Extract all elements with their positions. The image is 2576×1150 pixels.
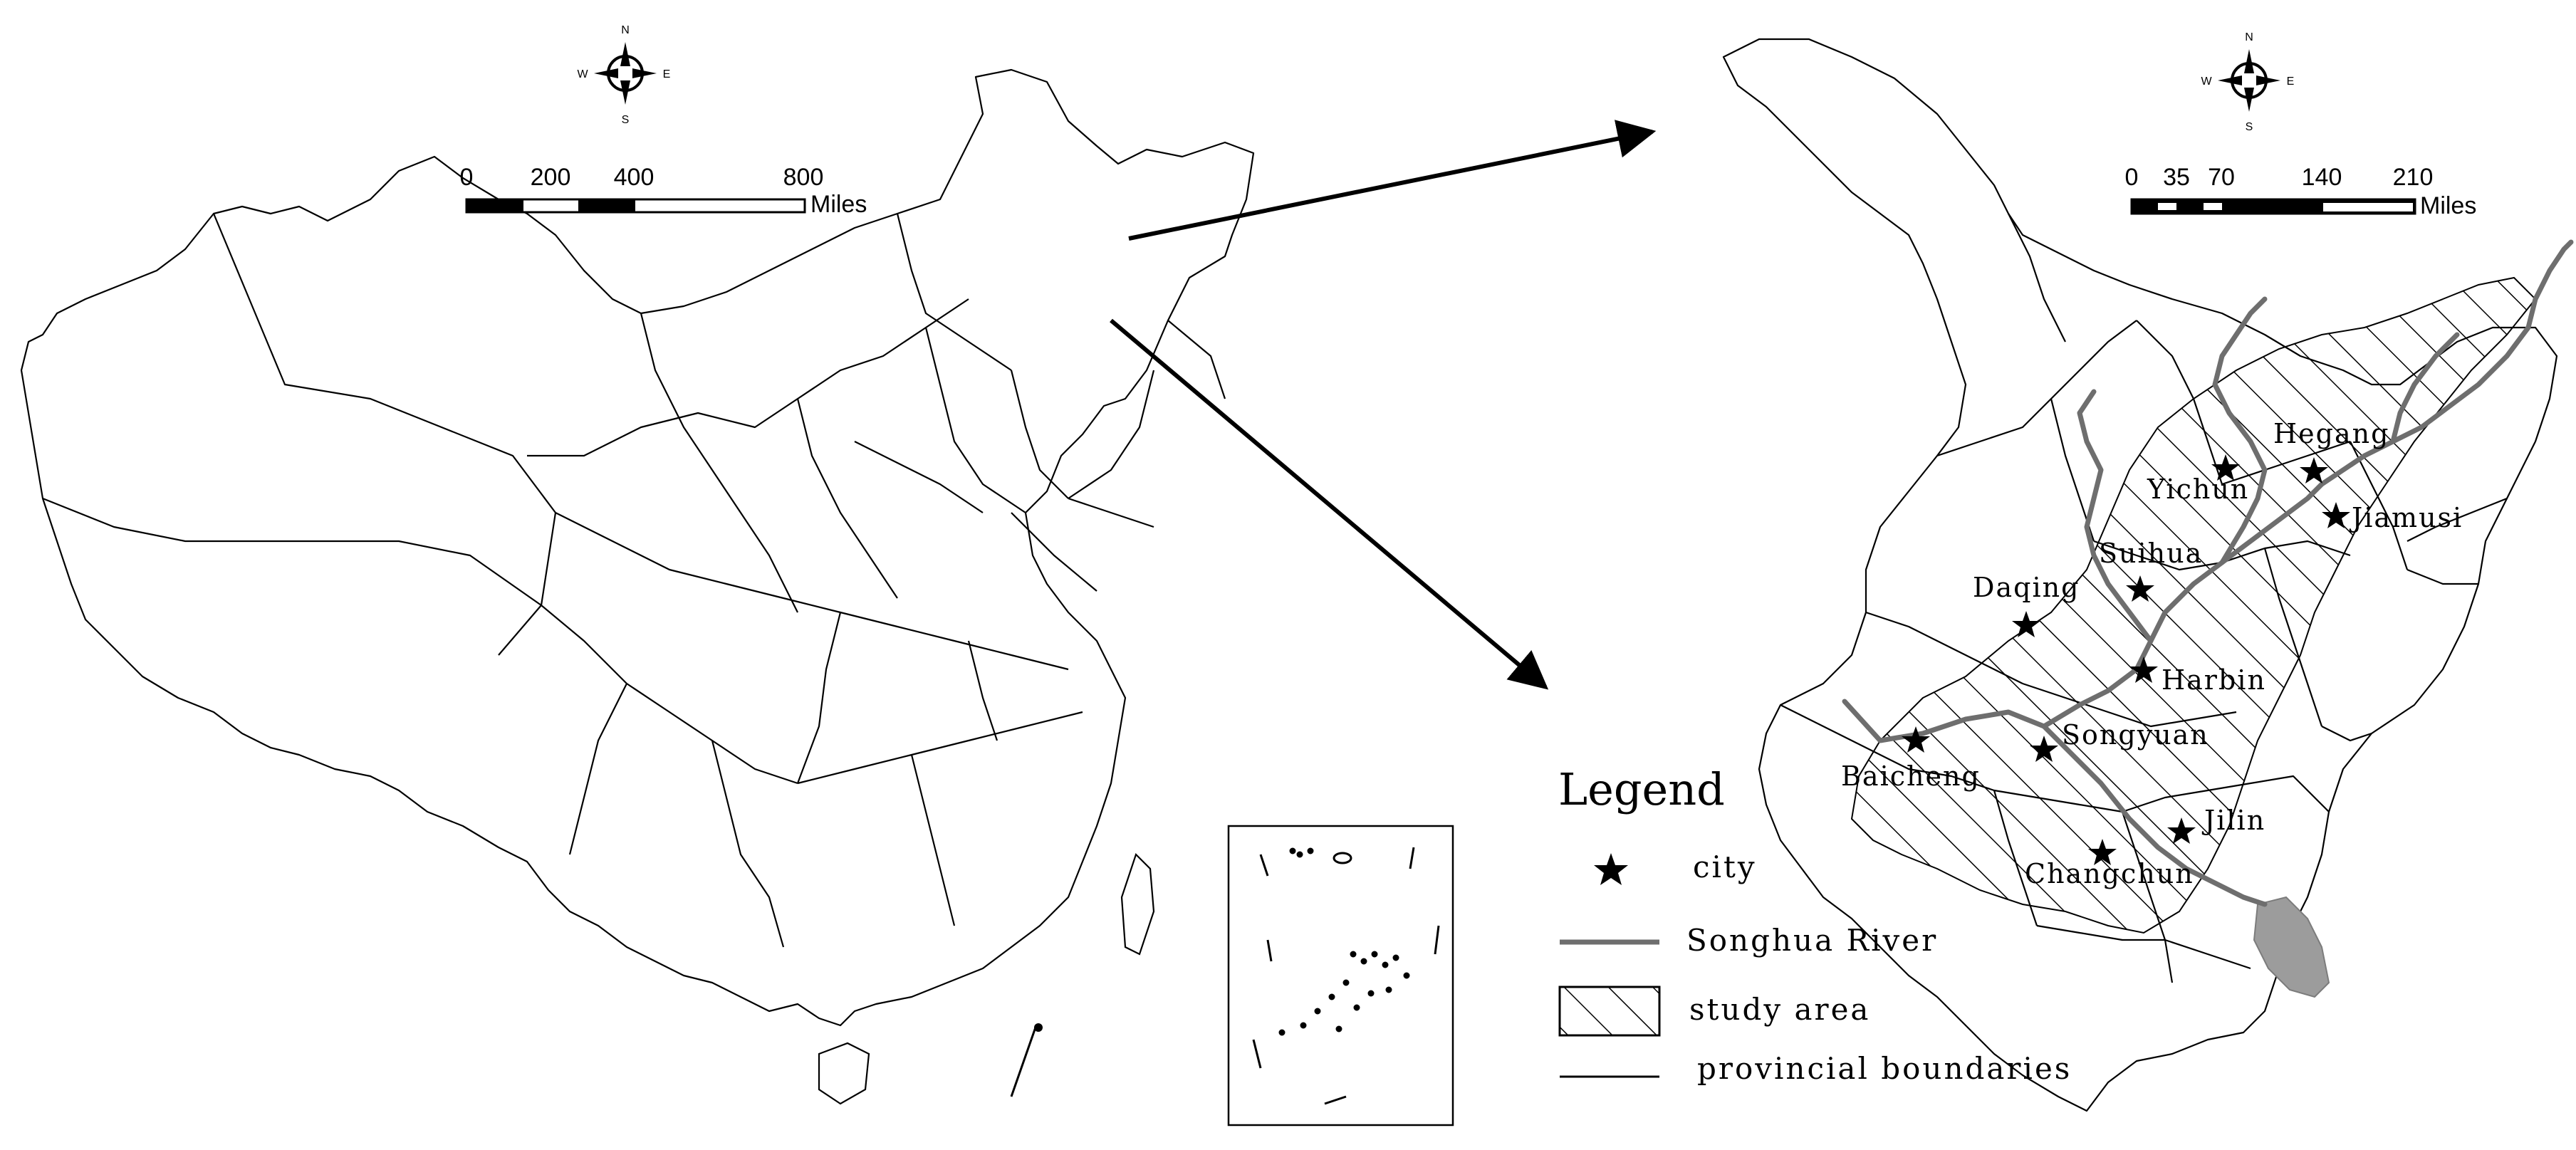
- scale-bar-left: 0 200 400 800 Miles: [460, 164, 867, 218]
- compass-west-label: W: [577, 68, 588, 80]
- legend-study-area-symbol: [1558, 986, 1661, 1037]
- city-hegang: Hegang: [2273, 418, 2389, 483]
- legend-label-river: Songhua River: [1686, 923, 1938, 958]
- city-label: Changchun: [2025, 858, 2194, 889]
- city-changchun: Changchun: [2025, 839, 2194, 889]
- city-suihua: Suihua: [2099, 538, 2203, 602]
- taiwan-island: [1120, 852, 1155, 956]
- city-markers: Hegang Yichun Jiamusi Suihua Daqing Harb…: [1841, 418, 2463, 889]
- scale-unit: Miles: [2420, 192, 2476, 219]
- city-label: Jiamusi: [2349, 502, 2463, 533]
- scale-tick-2: 70: [2208, 164, 2235, 191]
- hainan-island: [818, 1042, 870, 1105]
- city-label: Hegang: [2273, 418, 2389, 449]
- scale-bar-right: 0 35 70 140 210 Miles: [2125, 164, 2477, 219]
- compass-east-label: E: [2287, 75, 2295, 88]
- legend-label-study-area: study area: [1689, 992, 1870, 1027]
- songhua-river: [1842, 239, 2574, 907]
- scale-tick-2: 400: [614, 164, 655, 191]
- city-label: Songyuan: [2062, 719, 2209, 751]
- compass-rose-left: N S E W: [577, 24, 670, 126]
- city-star: [2126, 575, 2154, 602]
- scale-tick-0: 0: [460, 164, 474, 191]
- compass-south-label: S: [2246, 121, 2253, 133]
- city-star: [2322, 502, 2350, 528]
- city-star: [2129, 657, 2158, 683]
- city-label: Harbin: [2162, 664, 2266, 696]
- city-label: Suihua: [2099, 538, 2203, 569]
- china-outline: [20, 68, 1255, 1027]
- scale-tick-1: 35: [2163, 164, 2190, 191]
- city-star: [2030, 736, 2058, 762]
- city-label: Baicheng: [1841, 760, 1981, 792]
- city-songyuan: Songyuan: [2030, 719, 2209, 762]
- city-star: [2211, 454, 2240, 481]
- city-label: Jilin: [2201, 805, 2265, 836]
- city-star: [2300, 457, 2328, 483]
- study-area-region: [1850, 276, 2537, 934]
- scale-unit: Miles: [810, 191, 867, 218]
- city-baicheng: Baicheng: [1841, 726, 1981, 792]
- scale-tick-4: 210: [2393, 164, 2434, 191]
- arrow-to-northeast-map: [1128, 120, 1657, 241]
- scale-tick-3: 800: [783, 164, 824, 191]
- south-china-sea-inset: [1227, 825, 1454, 1127]
- compass-west-label: W: [2201, 75, 2212, 88]
- city-label: Yichun: [2147, 474, 2249, 505]
- legend-title: Legend: [1558, 763, 1725, 815]
- city-harbin: Harbin: [2129, 657, 2266, 696]
- city-jilin: Jilin: [2167, 805, 2265, 844]
- compass-north-label: N: [2245, 31, 2253, 43]
- arrow-to-study-area: [1110, 318, 1549, 690]
- city-daqing: Daqing: [1973, 572, 2080, 637]
- legend-label-city: city: [1693, 850, 1757, 884]
- legend-city-symbol: [1594, 853, 1628, 885]
- reservoir-lake: [2253, 896, 2330, 998]
- city-jiamusi: Jiamusi: [2322, 502, 2463, 533]
- scale-tick-1: 200: [531, 164, 571, 191]
- legend-label-boundaries: provincial boundaries: [1697, 1051, 2072, 1086]
- compass-north-label: N: [621, 24, 630, 36]
- northeast-outline: [1722, 38, 2558, 1112]
- china-map: [20, 68, 1255, 1027]
- city-star: [1902, 726, 1930, 753]
- city-label: Daqing: [1973, 572, 2080, 603]
- scale-tick-3: 140: [2302, 164, 2342, 191]
- compass-rose-right: N S E W: [2201, 31, 2294, 133]
- compass-east-label: E: [663, 68, 671, 80]
- compass-south-label: S: [622, 114, 630, 126]
- city-star: [2167, 817, 2196, 844]
- city-star: [2088, 839, 2117, 865]
- city-star: [2012, 611, 2040, 637]
- city-yichun: Yichun: [2147, 454, 2249, 505]
- legend: Legend city Songhua River study area pro…: [1558, 763, 2072, 1086]
- scale-tick-0: 0: [2125, 164, 2139, 191]
